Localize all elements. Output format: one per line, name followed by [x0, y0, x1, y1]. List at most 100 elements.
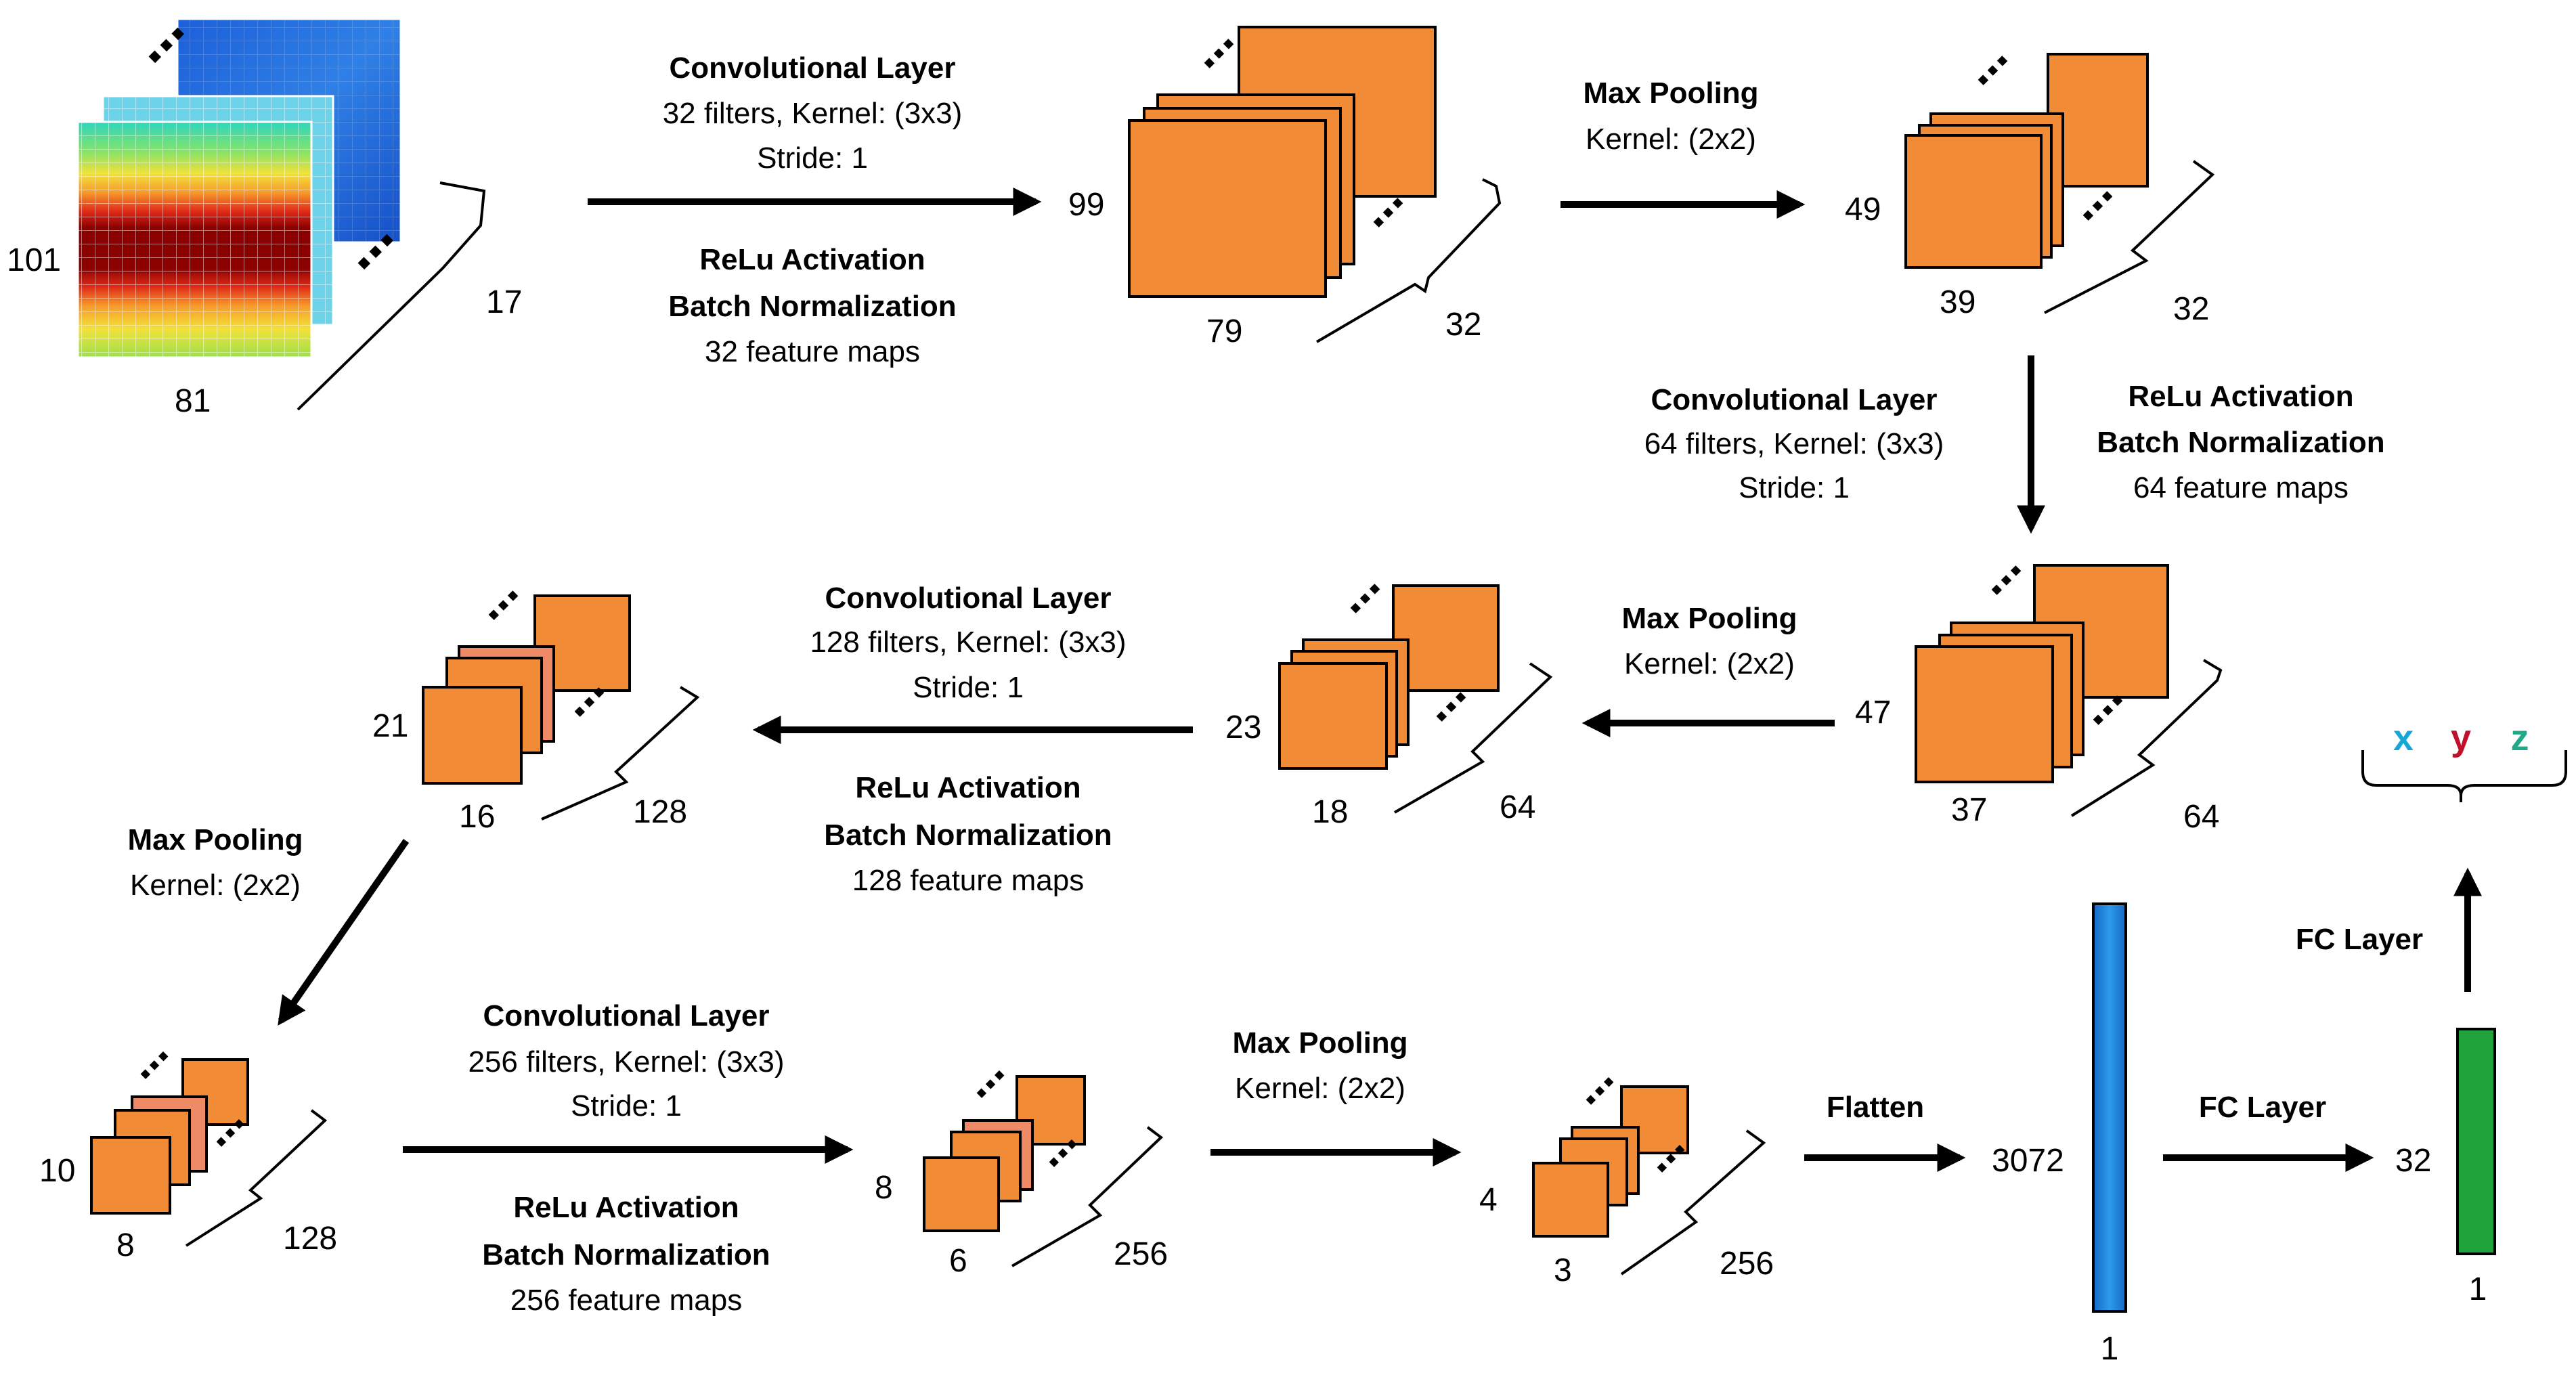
- m6-ellipsis-top: ⋯: [126, 1037, 183, 1093]
- conv3-maps: 128 feature maps: [852, 864, 1084, 897]
- m3-height-label: 47: [1855, 695, 1891, 731]
- input-width-label: 81: [175, 383, 211, 419]
- conv2-filters: 64 filters, Kernel: (3x3): [1644, 427, 1944, 460]
- m3-depth-brace: [2070, 659, 2223, 817]
- conv4-bn: Batch Normalization: [482, 1238, 770, 1271]
- m4-width-label: 18: [1312, 794, 1348, 830]
- m7-depth-label: 256: [1114, 1236, 1168, 1272]
- conv2-maps: 64 feature maps: [2133, 471, 2349, 504]
- conv3-title: Convolutional Layer: [825, 582, 1112, 615]
- input-stack: ⋯ ⋯ 101 81 17: [7, 9, 522, 419]
- m8-ellipsis-top: ⋯: [1571, 1062, 1628, 1119]
- feature-maps-5: ⋯ ⋯ 21 16 128: [372, 575, 700, 835]
- conv3-stride: Stride: 1: [913, 671, 1024, 704]
- conv4-maps: 256 feature maps: [510, 1284, 742, 1317]
- conv2-act: ReLu Activation: [2128, 380, 2353, 413]
- fc-vector: 32 1: [2395, 1028, 2496, 1307]
- pool4-title: Max Pooling: [1232, 1026, 1407, 1060]
- m4-depth-brace: [1394, 662, 1553, 814]
- pool1-kernel: Kernel: (2x2): [1586, 123, 1756, 156]
- conv1-maps: 32 feature maps: [705, 335, 920, 368]
- m4-height-label: 23: [1225, 710, 1261, 745]
- input-channels-label: 17: [486, 284, 522, 320]
- conv3-op: Convolutional Layer 128 filters, Kernel:…: [752, 582, 1193, 897]
- pool2-op: Max Pooling Kernel: (2x2): [1581, 602, 1835, 737]
- output-xyz: x y z: [2361, 718, 2567, 802]
- conv2-op: Convolutional Layer 64 filters, Kernel: …: [1644, 355, 2385, 534]
- flatten-width-label: 1: [2101, 1331, 2119, 1367]
- conv2-bn: Batch Normalization: [2097, 426, 2384, 459]
- conv2-title: Convolutional Layer: [1651, 383, 1938, 416]
- m1-depth-brace: [1315, 178, 1502, 343]
- m4-depth-label: 64: [1500, 789, 1535, 825]
- m2-height-label: 49: [1845, 192, 1881, 227]
- m2-ellipsis-top: ⋯: [1963, 40, 2024, 101]
- conv1-title: Convolutional Layer: [670, 51, 956, 85]
- conv3-act: ReLu Activation: [855, 771, 1080, 804]
- m8-depth-label: 256: [1720, 1246, 1774, 1282]
- m8-height-label: 4: [1479, 1182, 1498, 1218]
- pool3-arrow: [278, 839, 410, 1026]
- pool4-op: Max Pooling Kernel: (2x2): [1210, 1026, 1462, 1167]
- m3-depth-label: 64: [2183, 799, 2219, 835]
- m1-depth-label: 32: [1445, 307, 1481, 343]
- pool2-title: Max Pooling: [1621, 602, 1797, 635]
- fc1-title: FC Layer: [2199, 1091, 2326, 1124]
- conv3-bn: Batch Normalization: [824, 819, 1112, 852]
- m6-width-label: 8: [116, 1227, 135, 1263]
- conv2-stride: Stride: 1: [1739, 471, 1850, 504]
- fc2-op: FC Layer: [2296, 867, 2482, 992]
- pool3-op: Max Pooling Kernel: (2x2): [127, 823, 410, 1026]
- pool4-kernel: Kernel: (2x2): [1235, 1072, 1405, 1105]
- m5-width-label: 16: [459, 799, 495, 835]
- output-brace: [2361, 750, 2567, 802]
- m5-depth-label: 128: [633, 794, 687, 830]
- m6-depth-label: 128: [283, 1221, 337, 1257]
- m2-depth-label: 32: [2173, 291, 2209, 327]
- fc2-title: FC Layer: [2296, 923, 2423, 956]
- pool3-kernel: Kernel: (2x2): [130, 869, 301, 902]
- m6-height-label: 10: [39, 1153, 75, 1189]
- m7-height-label: 8: [875, 1170, 893, 1206]
- pool1-title: Max Pooling: [1583, 77, 1758, 110]
- feature-maps-2: ⋯ ⋯ 49 39 32: [1845, 40, 2215, 327]
- conv1-bn: Batch Normalization: [668, 290, 956, 323]
- conv1-filters: 32 filters, Kernel: (3x3): [663, 97, 963, 130]
- m7-ellipsis-top: ⋯: [962, 1055, 1019, 1112]
- conv4-title: Convolutional Layer: [483, 999, 770, 1032]
- output-y: y: [2451, 718, 2471, 758]
- m8-depth-brace: [1620, 1129, 1766, 1276]
- feature-maps-1: ⋯ ⋯ 99 79 32: [1068, 23, 1502, 349]
- m2-depth-brace: [2044, 160, 2215, 314]
- fc1-op: FC Layer: [2163, 1091, 2374, 1172]
- conv3-filters: 128 filters, Kernel: (3x3): [810, 626, 1126, 659]
- fc-size-label: 32: [2395, 1143, 2431, 1179]
- pool1-op: Max Pooling Kernel: (2x2): [1560, 77, 1806, 219]
- m7-width-label: 6: [949, 1243, 967, 1279]
- flatten-vector: 3072 1: [1992, 902, 2127, 1367]
- conv4-act: ReLu Activation: [513, 1191, 739, 1224]
- m5-height-label: 21: [372, 708, 408, 744]
- flatten-op: Flatten: [1804, 1091, 1966, 1172]
- fc-width-label: 1: [2469, 1271, 2487, 1307]
- feature-maps-7: ⋯ ⋯ 8 6 256: [875, 1055, 1168, 1279]
- flatten-title: Flatten: [1827, 1091, 1924, 1124]
- input-channel-brace: [297, 181, 486, 411]
- m6-depth-brace: [185, 1109, 328, 1247]
- conv1-act: ReLu Activation: [699, 243, 925, 276]
- conv4-filters: 256 filters, Kernel: (3x3): [468, 1045, 784, 1078]
- feature-maps-3: ⋯ ⋯ 47 37 64: [1855, 550, 2223, 835]
- feature-maps-8: ⋯ ⋯ 4 3 256: [1479, 1062, 1774, 1288]
- m5-ellipsis-top: ⋯: [473, 575, 534, 636]
- flatten-size-label: 3072: [1992, 1143, 2064, 1179]
- output-x: x: [2393, 718, 2414, 758]
- m3-ellipsis-top: ⋯: [1976, 550, 2037, 611]
- m1-height-label: 99: [1068, 187, 1104, 223]
- input-slice-front: [77, 121, 313, 359]
- conv4-stride: Stride: 1: [571, 1089, 682, 1123]
- feature-maps-6: ⋯ ⋯ 10 8 128: [39, 1037, 337, 1263]
- input-height-label: 101: [7, 242, 61, 278]
- m2-width-label: 39: [1940, 284, 1975, 320]
- m1-width-label: 79: [1206, 313, 1242, 349]
